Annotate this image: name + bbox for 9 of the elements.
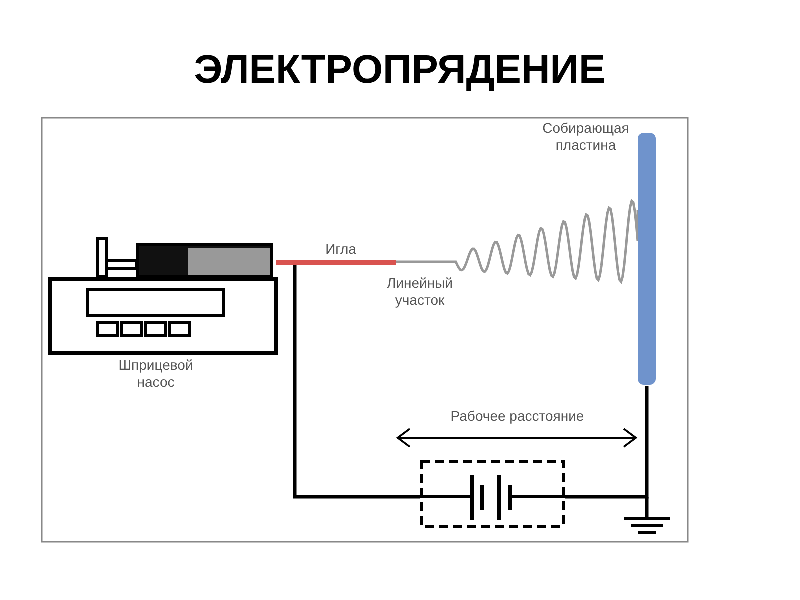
needle-label: Игла — [324, 241, 358, 258]
fiber-jet — [396, 198, 640, 284]
pump-label: Шприцевой насос — [118, 357, 194, 391]
wire — [293, 265, 420, 499]
plate-label: Собирающая пластина — [542, 120, 630, 154]
distance-label: Рабочее расстояние — [450, 408, 586, 425]
segment-label: Линейный участок — [386, 275, 454, 309]
title: ЭЛЕКТРОПРЯДЕНИЕ — [193, 48, 607, 93]
wire — [565, 386, 649, 499]
